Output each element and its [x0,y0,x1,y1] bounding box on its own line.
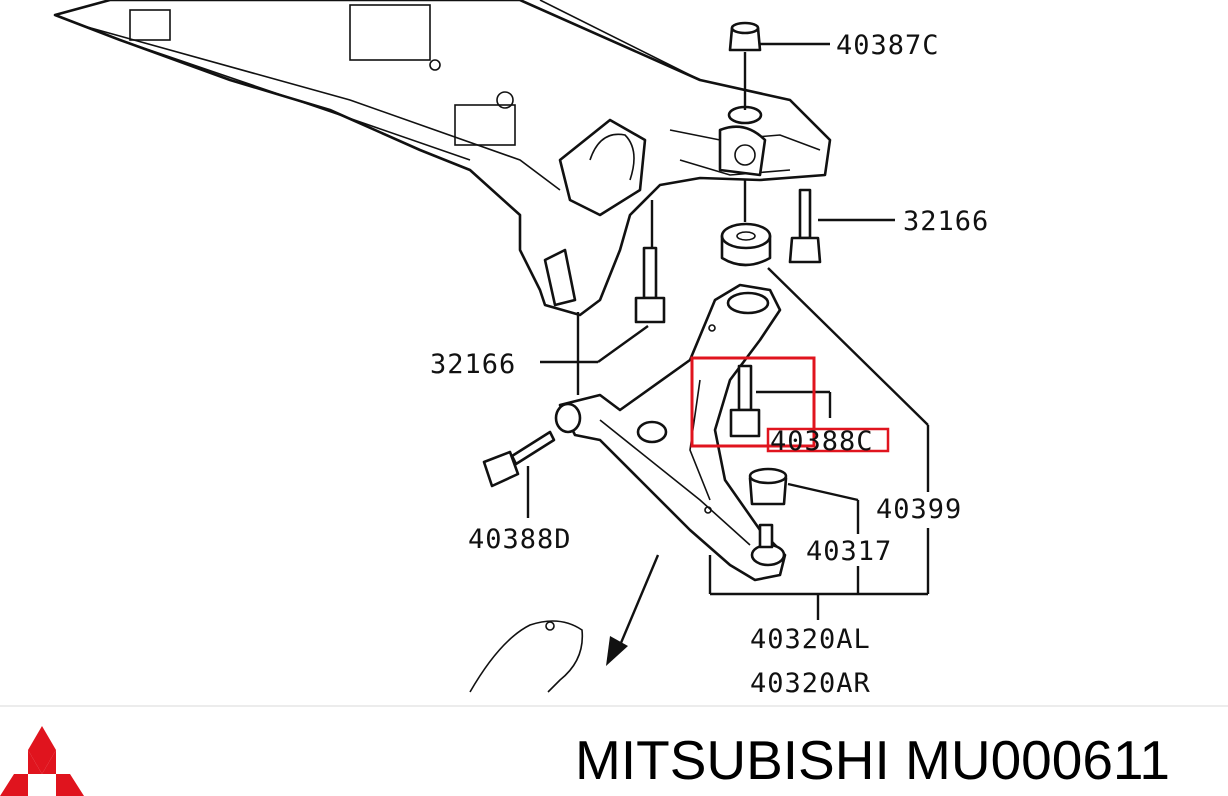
label-40387c: 40387C [836,30,940,61]
part-fragment [469,620,584,693]
footer-title: MITSUBISHI MU000611 [575,728,1170,792]
bolt-40388d [482,430,556,518]
bolt-32166-left [540,200,666,395]
mitsubishi-logo-icon [0,726,84,796]
brand-name: MITSUBISHI [575,729,890,791]
label-32166-right: 32166 [903,206,989,237]
label-40388d: 40388D [468,524,572,555]
part-number: MU000611 [905,729,1171,791]
highlight-label-box [766,427,890,453]
highlight-box-40388c [690,356,816,448]
nut-40317 [748,467,860,594]
bushing-40399 [720,180,930,594]
label-40388c: 40388C [770,426,874,457]
bolt-40388c [729,364,832,438]
label-40320ar: 40320AR [750,668,871,699]
nut-40387c [728,21,830,110]
label-40399: 40399 [876,494,962,525]
label-40320al: 40320AL [750,624,871,655]
label-32166-left: 32166 [430,349,516,380]
crossmember [53,0,832,317]
bolt-32166-right [788,188,895,264]
label-40317: 40317 [806,536,892,567]
direction-arrow [606,554,660,666]
